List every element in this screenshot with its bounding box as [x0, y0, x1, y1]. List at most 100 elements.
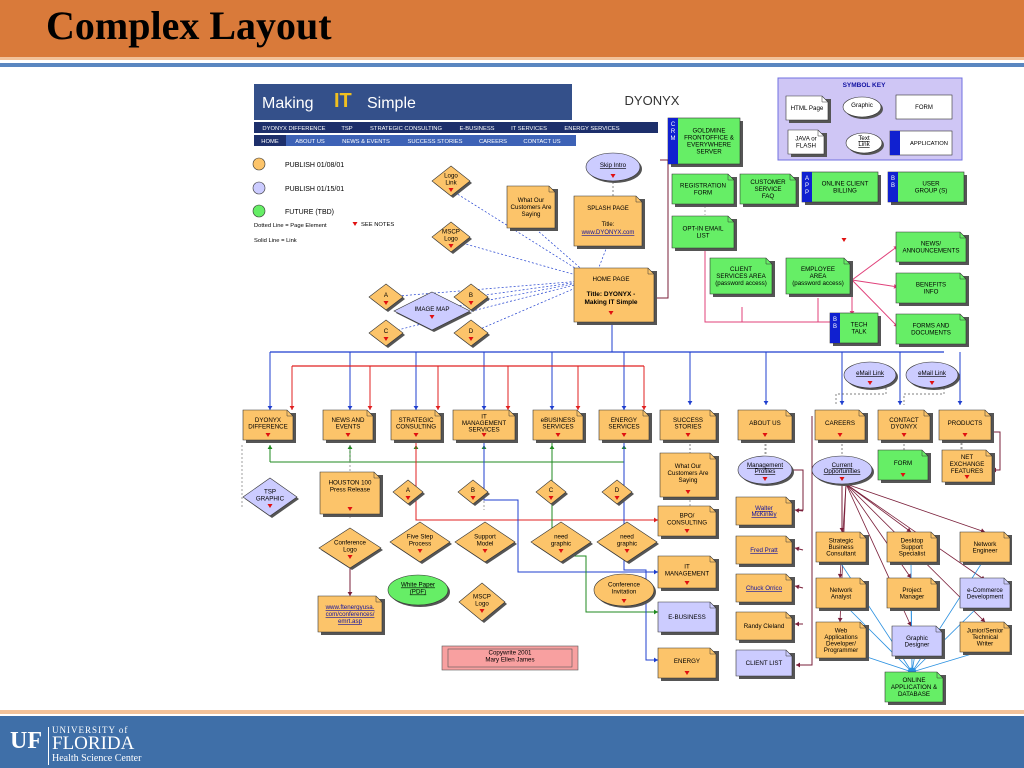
profile-2[interactable]	[735, 573, 795, 605]
tsp-graphic[interactable]	[242, 477, 299, 518]
news-announcements[interactable]	[895, 231, 969, 265]
what-customers-page[interactable]	[506, 185, 558, 231]
white-paper-link[interactable]	[387, 574, 450, 607]
client-list[interactable]	[735, 649, 795, 679]
section-0[interactable]	[242, 409, 296, 443]
job-8[interactable]	[959, 621, 1012, 655]
job-0[interactable]	[815, 531, 869, 565]
see-notes-marker	[352, 222, 358, 226]
customer-faq[interactable]	[739, 173, 799, 207]
online-billing-app[interactable]	[801, 171, 881, 205]
mscp-logo-2[interactable]	[458, 582, 507, 623]
key-java-flash[interactable]	[787, 129, 827, 157]
section-7[interactable]	[737, 409, 795, 443]
letter-c[interactable]	[535, 479, 568, 506]
goldmine-app[interactable]	[667, 117, 743, 167]
letter-b[interactable]	[457, 479, 490, 506]
employee-area[interactable]	[785, 257, 853, 297]
section-5[interactable]	[598, 409, 652, 443]
support-model[interactable]	[454, 521, 517, 564]
image-map-c[interactable]	[368, 319, 405, 348]
key-text-link[interactable]	[845, 132, 884, 155]
diagram-label: A	[384, 292, 389, 299]
net-exchange[interactable]	[941, 449, 995, 485]
key-html-page[interactable]	[785, 95, 831, 123]
diagram-label: Engineer	[973, 547, 998, 554]
section-8[interactable]	[814, 409, 868, 443]
skip-intro-link[interactable]	[585, 152, 642, 183]
ebusiness-page[interactable]	[657, 601, 719, 635]
current-opportunities[interactable]	[811, 455, 874, 486]
diagram-label: NET	[961, 454, 974, 461]
image-map-a[interactable]	[368, 283, 405, 312]
arrowhead	[907, 621, 912, 626]
section-4[interactable]	[532, 409, 586, 443]
section-3[interactable]	[452, 409, 518, 443]
careers-form[interactable]	[877, 449, 931, 483]
arrowhead	[837, 573, 843, 578]
see-notes-marker	[482, 549, 488, 553]
profile-0[interactable]	[735, 496, 795, 528]
mscp-logo[interactable]	[431, 221, 472, 254]
job-7[interactable]	[891, 625, 945, 659]
see-notes-marker	[548, 496, 554, 500]
email-link-contact[interactable]	[905, 361, 960, 390]
profile-3[interactable]	[735, 611, 795, 643]
diagram-label: SERVER	[696, 149, 722, 156]
tech-talk-app[interactable]	[829, 312, 881, 346]
link-line	[851, 279, 899, 328]
diagram-label: Logo	[444, 173, 458, 180]
home-page[interactable]	[573, 267, 657, 325]
job-3[interactable]	[815, 577, 869, 611]
see-notes-marker	[762, 433, 768, 437]
title-bar: Complex Layout	[0, 0, 1024, 57]
section-1[interactable]	[322, 409, 376, 443]
section-10[interactable]	[938, 409, 994, 443]
splash-page[interactable]	[573, 195, 645, 249]
online-application-db[interactable]	[884, 671, 946, 705]
energy-conference-link[interactable]	[317, 595, 385, 635]
job-2[interactable]	[959, 531, 1012, 565]
image-map-d[interactable]	[453, 319, 490, 348]
five-step-process[interactable]	[389, 521, 452, 564]
arrowhead	[654, 609, 658, 615]
conference-logo[interactable]	[318, 527, 383, 570]
optin-email[interactable]	[671, 215, 737, 251]
profile-1[interactable]	[735, 535, 795, 567]
logo-link[interactable]	[431, 165, 472, 198]
job-1[interactable]	[886, 531, 940, 565]
image-map[interactable]	[393, 291, 472, 332]
benefits-info[interactable]	[895, 272, 969, 306]
letter-a[interactable]	[392, 479, 425, 506]
job-4[interactable]	[886, 577, 940, 611]
registration-form[interactable]	[671, 173, 737, 207]
letter-d[interactable]	[601, 479, 634, 506]
energy-page[interactable]	[657, 647, 719, 681]
diagram-label: USER	[922, 181, 940, 188]
image-map-b[interactable]	[453, 283, 490, 312]
user-group-app[interactable]	[887, 171, 967, 205]
section-9[interactable]	[877, 409, 933, 443]
conference-invitation[interactable]	[593, 573, 656, 608]
job-5[interactable]	[959, 577, 1012, 611]
diagram-label: Strategic	[829, 538, 853, 545]
footer-bar: UF UNIVERSITY of FLORIDA Health Science …	[0, 716, 1024, 768]
need-graphic-1[interactable]	[530, 521, 593, 564]
see-notes-marker	[413, 433, 419, 437]
management-profiles[interactable]	[737, 455, 794, 486]
what-customers-page-2[interactable]	[659, 452, 719, 500]
bpo-consulting[interactable]	[657, 505, 719, 539]
key-graphic[interactable]	[842, 96, 883, 119]
diagram-label: FORMS AND	[913, 323, 950, 330]
job-6[interactable]	[815, 621, 869, 661]
email-link-careers[interactable]	[843, 361, 898, 390]
it-management[interactable]	[657, 555, 719, 591]
section-2[interactable]	[390, 409, 444, 443]
forms-documents[interactable]	[895, 313, 969, 347]
need-graphic-2[interactable]	[596, 521, 659, 564]
section-6[interactable]	[659, 409, 719, 443]
diagram-label: STORIES	[674, 423, 701, 430]
houston-press-release[interactable]	[319, 471, 383, 517]
client-services-area[interactable]	[709, 257, 775, 297]
